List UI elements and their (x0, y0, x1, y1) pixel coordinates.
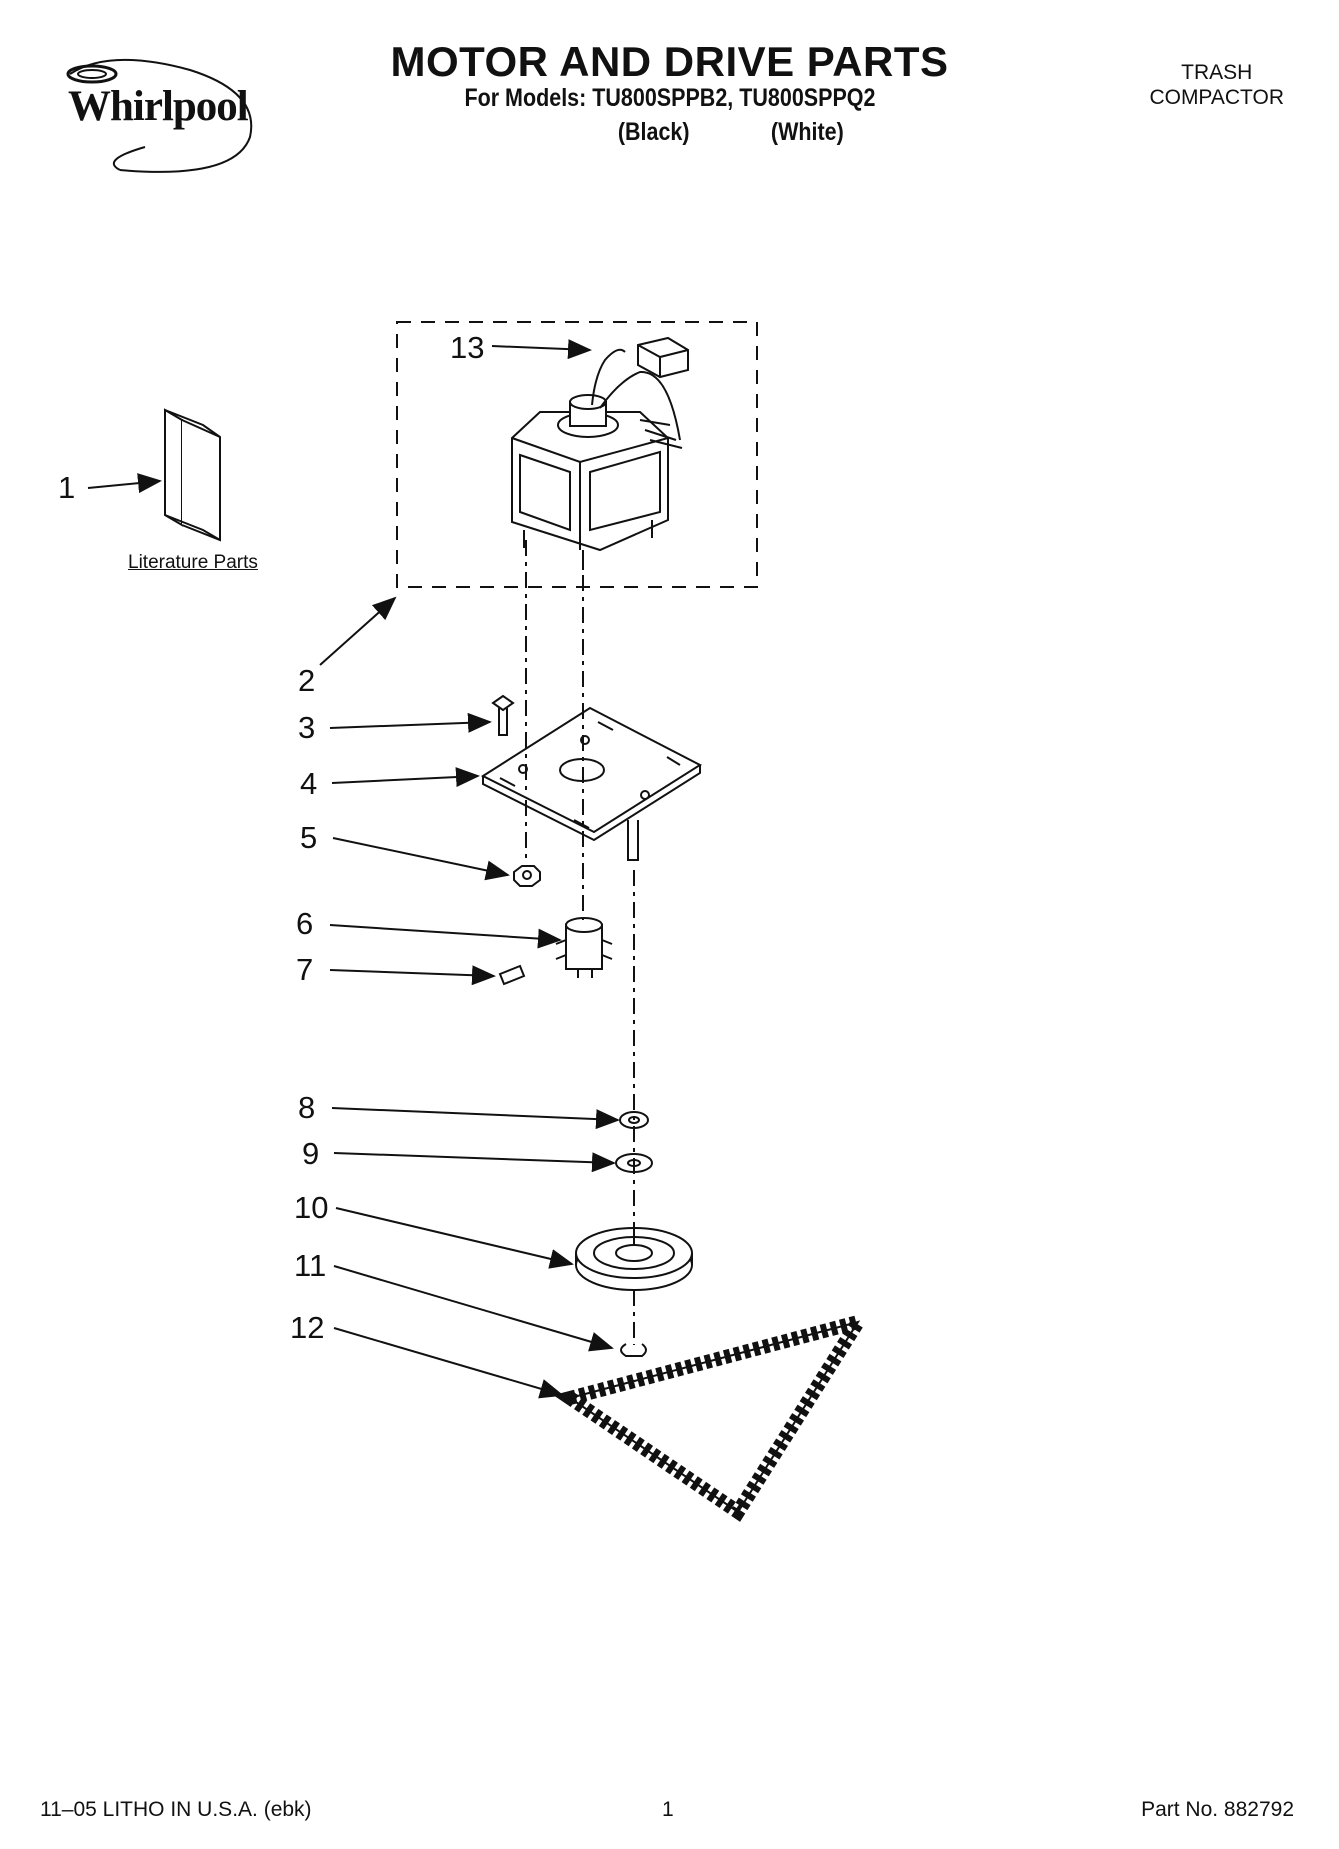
motor-icon (511, 336, 689, 570)
leader-6 (329, 924, 562, 949)
leader-9 (333, 1152, 616, 1173)
leader-2 (319, 596, 397, 666)
leader-8 (331, 1107, 620, 1130)
drive-chain-icon (553, 1310, 874, 1522)
models-text: For Models: TU800SPPB2, TU800SPPQ2 (463, 84, 876, 112)
leader-13 (491, 339, 592, 360)
leader-11 (333, 1265, 614, 1352)
callout-7: 7 (296, 952, 314, 987)
callout-11: 11 (294, 1248, 327, 1283)
literature-parts-label: Literature Parts (128, 552, 258, 573)
motor-assembly-box (396, 321, 758, 588)
color-variants: (Black) (White) (612, 118, 920, 147)
retaining-clip-icon (620, 1343, 647, 1357)
leader-1 (87, 473, 162, 494)
set-screw-icon (498, 964, 526, 986)
leader-4 (331, 767, 480, 788)
pinion-gear-icon (555, 917, 613, 978)
part-number: Part No. 882792 (1141, 1798, 1294, 1821)
leader-10 (335, 1207, 574, 1269)
callout-5: 5 (300, 820, 318, 855)
callout-2: 2 (298, 663, 316, 698)
mounting-bracket-icon (480, 706, 703, 842)
variant-black: (Black) (617, 118, 690, 146)
page-title: MOTOR AND DRIVE PARTS (0, 38, 1339, 86)
logo-swirl-icon (66, 59, 253, 173)
callout-1: 1 (58, 470, 76, 505)
print-info: 11–05 LITHO IN U.S.A. (ebk) (40, 1798, 312, 1821)
title-text: MOTOR AND DRIVE PARTS (390, 38, 949, 85)
screw-icon (491, 694, 515, 736)
callout-9: 9 (302, 1136, 320, 1171)
callout-13: 13 (450, 330, 485, 365)
callout-12: 12 (290, 1310, 325, 1345)
models-line: For Models: TU800SPPB2, TU800SPPQ2 (0, 84, 1339, 113)
whirlpool-logo: Whirlpool (50, 52, 290, 182)
callout-3: 3 (298, 710, 316, 745)
variant-white: (White) (771, 118, 845, 146)
logo-wordmark: Whirlpool (68, 83, 249, 130)
leader-12 (333, 1327, 564, 1399)
category-line-2: COMPACTOR (1149, 86, 1284, 109)
stud-icon (627, 820, 639, 861)
callout-10: 10 (294, 1190, 329, 1225)
callout-6: 6 (296, 906, 314, 941)
nut-icon (513, 865, 541, 887)
sprocket-icon (575, 1225, 693, 1291)
product-category: TRASH COMPACTOR (1149, 60, 1284, 110)
callout-8: 8 (298, 1090, 316, 1125)
category-line-1: TRASH (1181, 61, 1253, 84)
leader-7 (329, 965, 496, 986)
callout-4: 4 (300, 766, 318, 801)
page-number: 1 (662, 1798, 674, 1821)
leader-5 (332, 837, 510, 881)
literature-book-icon (164, 408, 221, 542)
leader-3 (329, 712, 492, 733)
